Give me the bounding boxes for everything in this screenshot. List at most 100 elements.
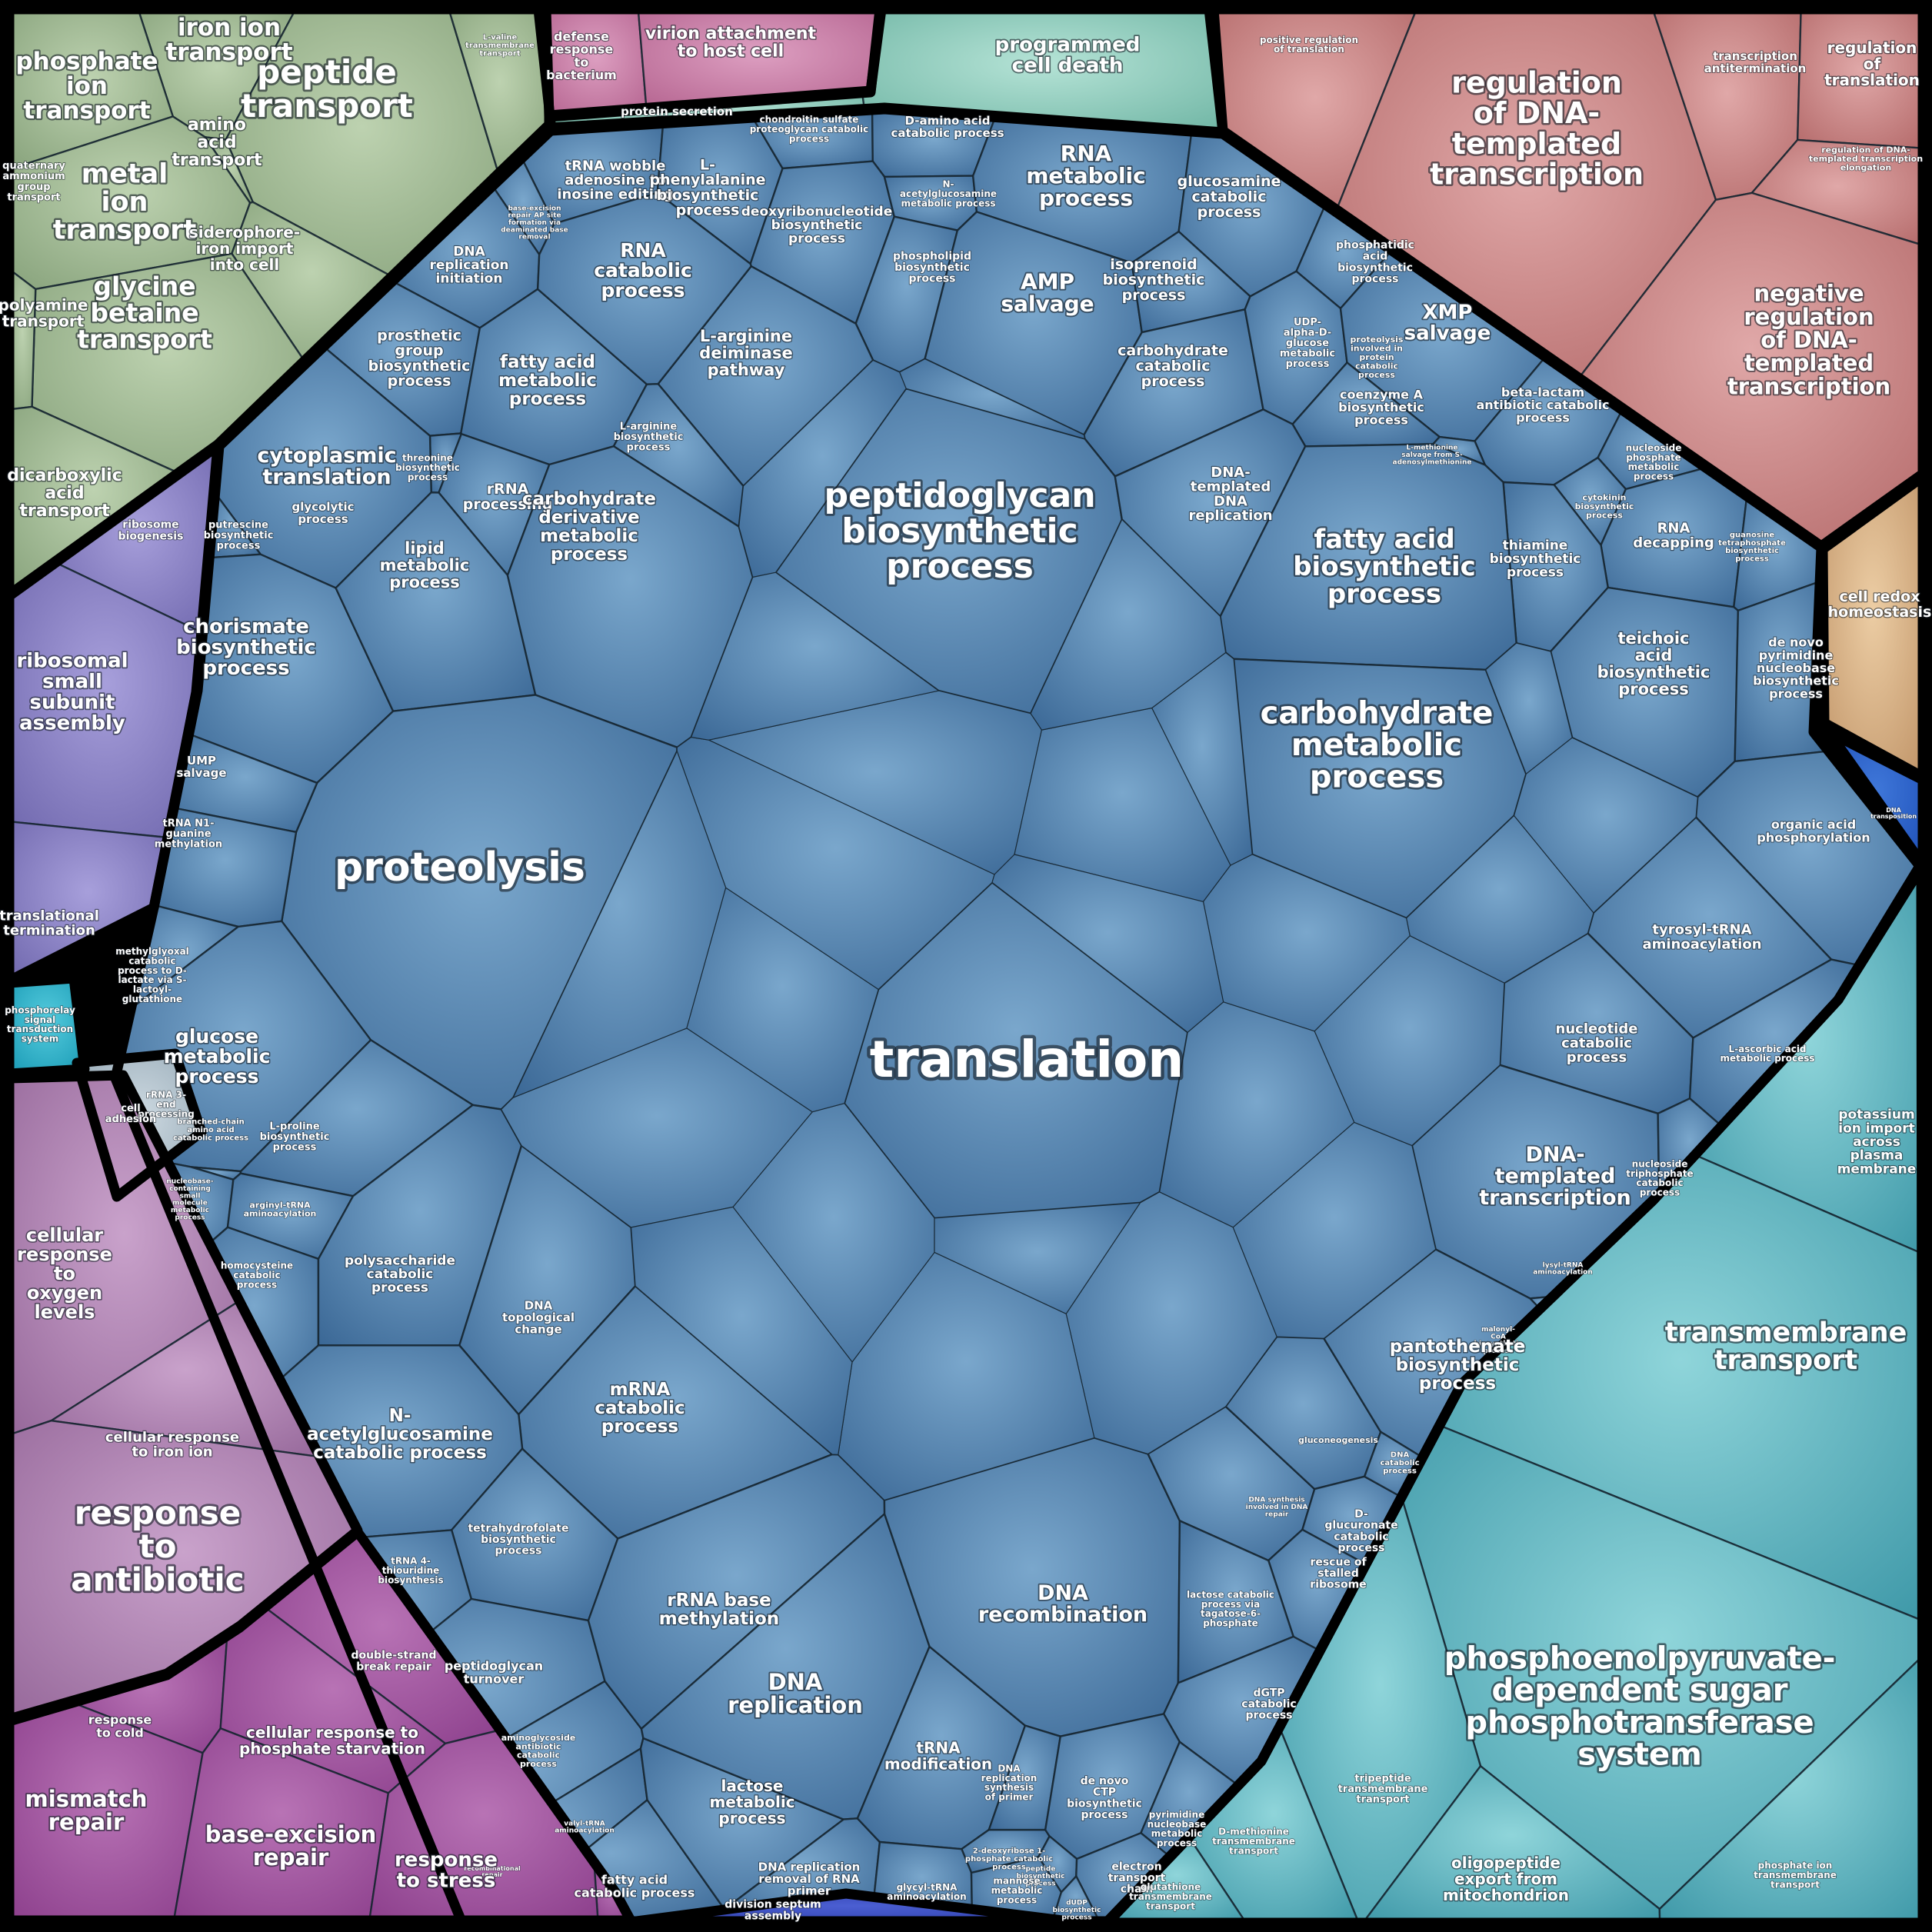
treemap-cell[interactable]	[631, 1206, 853, 1455]
treemap-cell[interactable]	[1030, 518, 1227, 731]
cell-label: translation	[870, 1030, 1184, 1089]
treemap-cell[interactable]	[934, 1202, 1141, 1314]
cluster-outline	[4, 1527, 636, 1926]
treemap-cell[interactable]	[545, 8, 648, 118]
treemap-cell[interactable]	[991, 854, 1224, 1033]
cell-label: gluconeogenesis	[1298, 1435, 1378, 1445]
cell-label: regulation of DNA-templated transcriptio…	[1809, 145, 1923, 173]
treemap-cell[interactable]	[512, 751, 727, 1098]
treemap-cell[interactable]	[1514, 737, 1698, 914]
treemap-cell[interactable]	[691, 571, 939, 741]
treemap-cell[interactable]	[537, 192, 752, 385]
